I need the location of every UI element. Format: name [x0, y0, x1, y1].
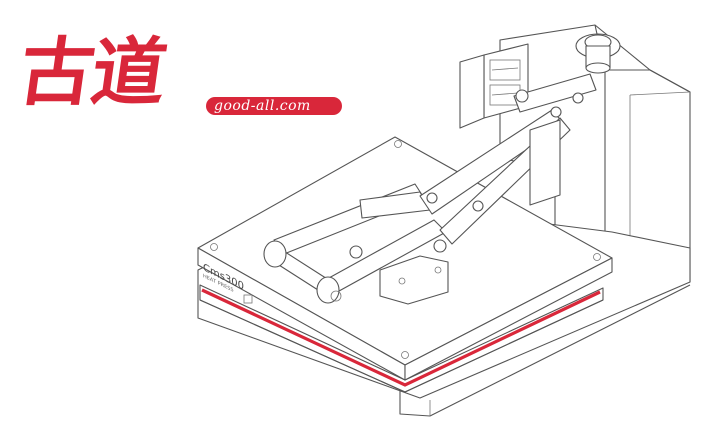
pressure-knob	[575, 33, 621, 74]
bolt-icon	[593, 253, 601, 261]
pivot-icon	[426, 192, 438, 204]
pivot-icon	[433, 239, 447, 253]
pivot-icon	[349, 245, 363, 259]
badge-icon	[243, 294, 253, 304]
brand-logo-chinese: 古道	[13, 30, 171, 116]
pivot-icon	[572, 92, 584, 104]
pivot-icon	[472, 200, 484, 212]
heating-element	[201, 288, 601, 387]
pivot-icon	[515, 89, 529, 103]
pivot-icon	[550, 106, 562, 118]
bolt-icon	[398, 277, 406, 285]
bolt-icon	[394, 140, 402, 148]
brand-url: good-all.com	[214, 98, 311, 114]
lever-arm	[273, 73, 597, 297]
brand-url-bar	[206, 97, 342, 115]
bolt-icon	[210, 243, 218, 251]
temperature-display	[489, 59, 521, 81]
bolt-icon	[401, 351, 409, 359]
handle-bar	[263, 240, 342, 304]
bolt-icon	[434, 266, 442, 274]
head-mount	[379, 255, 449, 305]
